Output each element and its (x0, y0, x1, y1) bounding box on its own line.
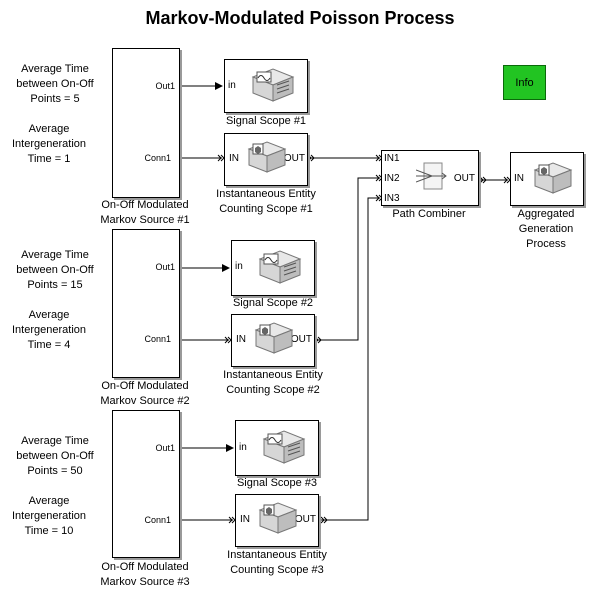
signal-scope-icon (258, 250, 302, 284)
source-1-label: On-Off Modulated Markov Source #1 (100, 199, 190, 226)
source-2-label: On-Off Modulated Markov Source #2 (100, 380, 190, 407)
out1-port: Out1 (155, 443, 175, 453)
signal-scope-2-block[interactable]: in (231, 240, 315, 296)
in-port: IN (240, 514, 250, 525)
out1-port: Out1 (155, 262, 175, 272)
entity-scope-icon (533, 162, 573, 194)
aggregated-label: Aggregated Generation Process (517, 208, 575, 250)
source-2-param-intergeneration: Average Intergeneration Time = 4 (12, 309, 86, 351)
signal-scope-3-label: Signal Scope #3 (236, 477, 318, 489)
entity-scope-2-label: Instantaneous Entity Counting Scope #2 (223, 369, 323, 396)
source-2-param-interarrival: Average Time between On-Off Points = 15 (16, 249, 94, 291)
entity-scope-1-block[interactable]: IN OUT (224, 133, 308, 186)
conn1-port: Conn1 (144, 334, 171, 344)
in2-port: IN2 (384, 173, 400, 184)
out-port: OUT (283, 153, 305, 164)
in-port: in (239, 442, 247, 453)
signal-scope-2-label: Signal Scope #2 (232, 297, 314, 309)
conn1-port: Conn1 (144, 515, 171, 525)
source-1-param-intergeneration: Average Intergeneration Time = 1 (12, 123, 86, 165)
out1-port: Out1 (155, 81, 175, 91)
in-port: in (228, 80, 236, 91)
entity-scope-icon (254, 322, 294, 354)
path-combiner-label: Path Combiner (392, 208, 466, 220)
entity-scope-3-label: Instantaneous Entity Counting Scope #3 (227, 549, 327, 576)
markov-source-3-block[interactable]: Out1 Conn1 (112, 410, 180, 558)
in-port: IN (236, 334, 246, 345)
entity-scope-2-block[interactable]: IN OUT (231, 314, 315, 367)
path-combiner-block[interactable]: IN1 IN2 IN3 OUT (381, 150, 479, 206)
info-button[interactable]: Info (503, 65, 546, 100)
signal-scope-3-block[interactable]: in (235, 420, 319, 476)
in-port: IN (229, 153, 239, 164)
signal-scope-1-block[interactable]: in (224, 59, 308, 113)
in3-port: IN3 (384, 193, 400, 204)
source-3-param-interarrival: Average Time between On-Off Points = 50 (16, 435, 94, 477)
conn1-port: Conn1 (144, 153, 171, 163)
source-3-label: On-Off Modulated Markov Source #3 (100, 561, 190, 588)
source-3-param-intergeneration: Average Intergeneration Time = 10 (12, 495, 86, 537)
out-port: OUT (290, 334, 312, 345)
entity-scope-icon (247, 141, 287, 173)
markov-source-2-block[interactable]: Out1 Conn1 (112, 229, 180, 378)
entity-scope-icon (258, 502, 298, 534)
out-port: OUT (453, 173, 475, 184)
in-port: IN (514, 173, 524, 184)
diagram-title: Markov-Modulated Poisson Process (145, 8, 455, 28)
signal-scope-icon (262, 430, 306, 464)
out-port: OUT (294, 514, 316, 525)
in-port: in (235, 261, 243, 272)
aggregated-scope-block[interactable]: IN (510, 152, 584, 206)
entity-scope-3-block[interactable]: IN OUT (235, 494, 319, 547)
path-combiner-icon (416, 162, 447, 190)
signal-scope-1-label: Signal Scope #1 (225, 115, 307, 127)
entity-scope-1-label: Instantaneous Entity Counting Scope #1 (216, 188, 316, 215)
source-1-param-interarrival: Average Time between On-Off Points = 5 (16, 63, 94, 105)
in1-port: IN1 (384, 153, 400, 164)
signal-scope-icon (251, 68, 295, 102)
markov-source-1-block[interactable]: Out1 Conn1 (112, 48, 180, 198)
